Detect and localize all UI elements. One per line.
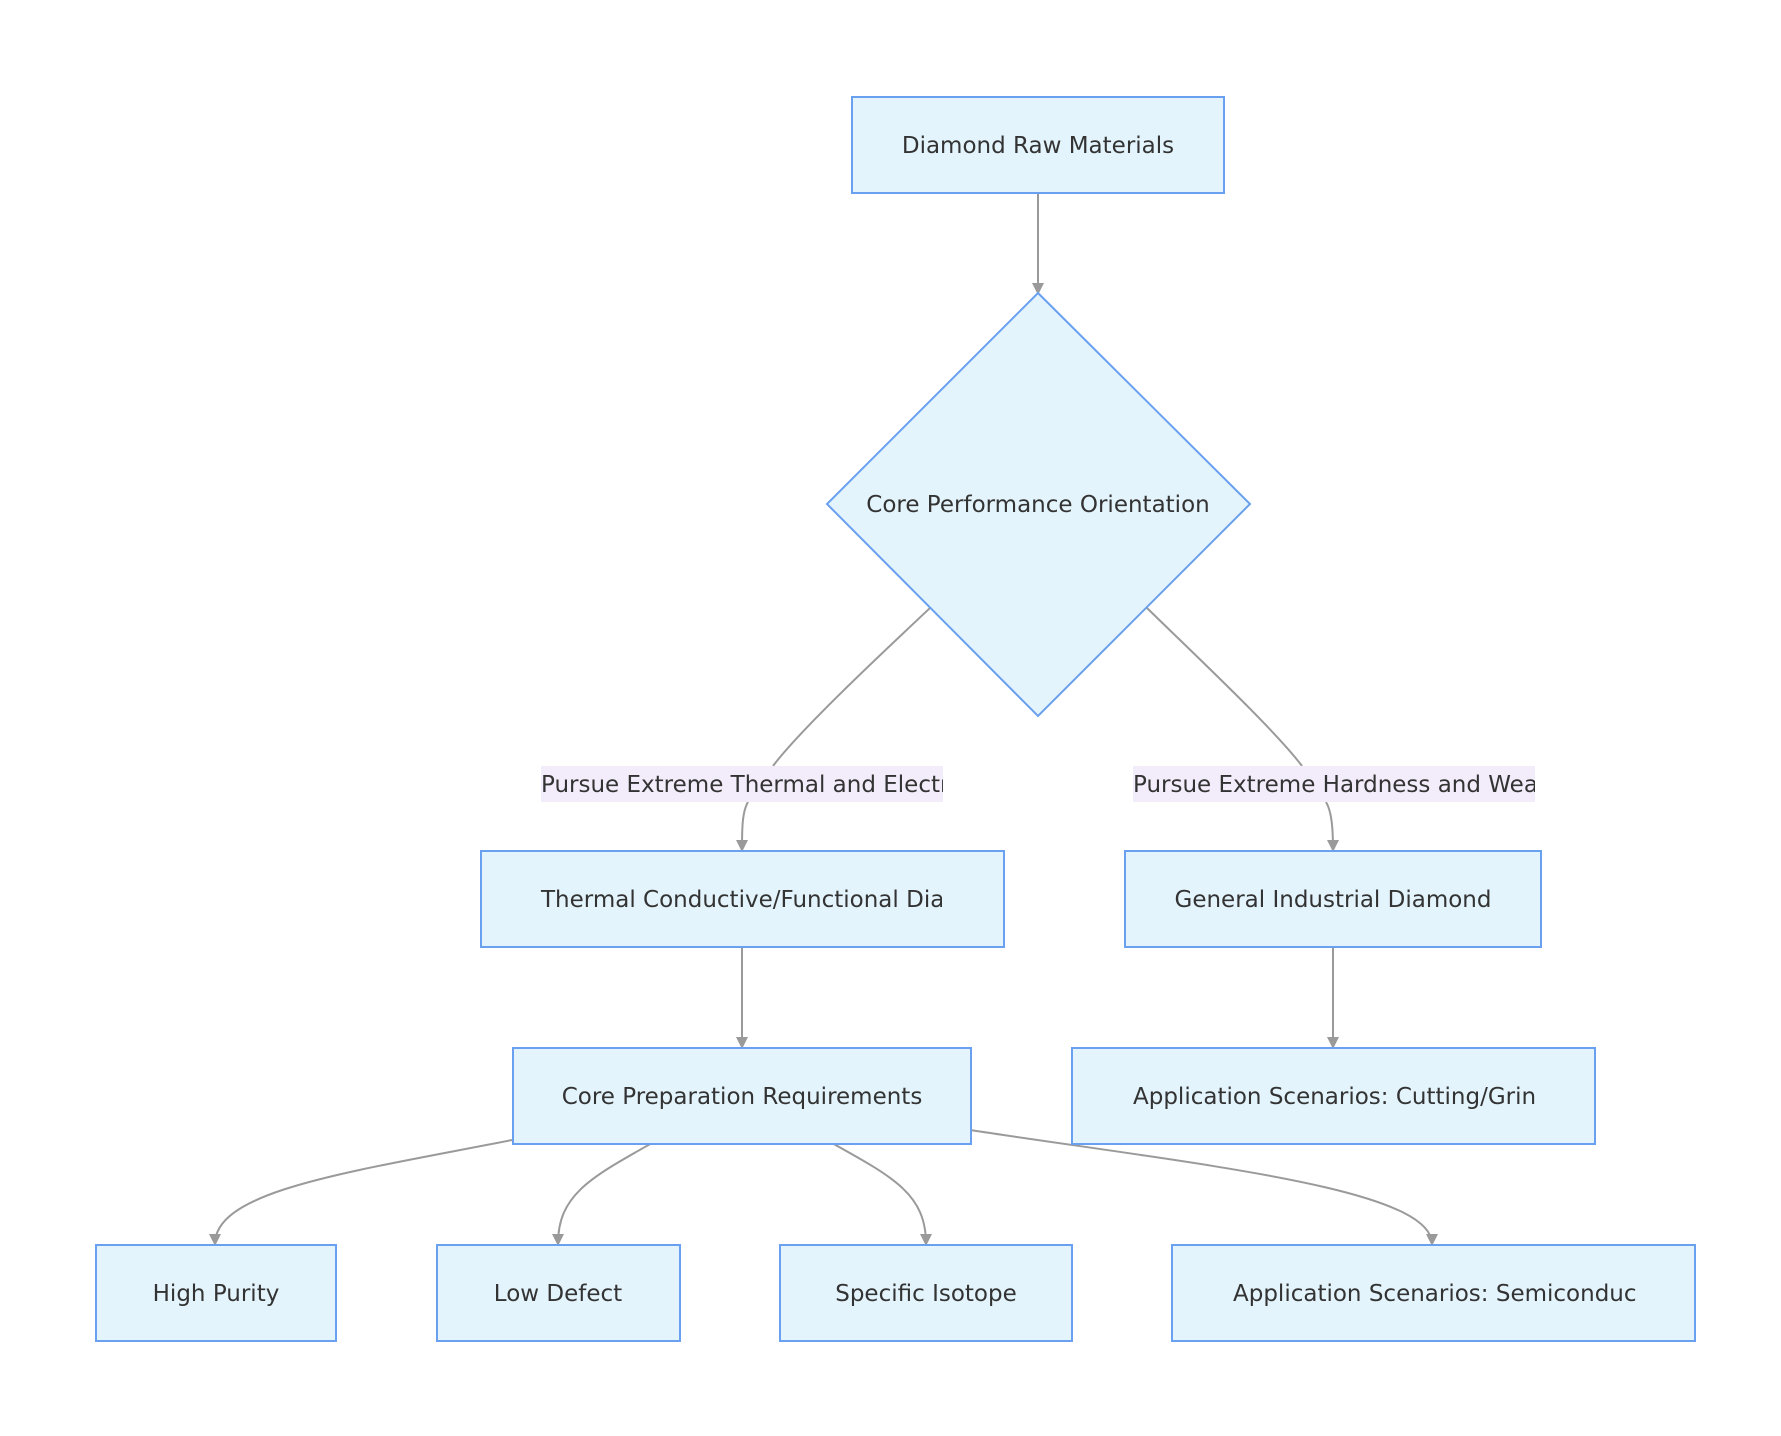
node-diamond-raw-materials: Diamond Raw Materials	[851, 96, 1225, 194]
node-diamond-raw-materials-label: Diamond Raw Materials	[902, 133, 1174, 159]
node-core-preparation-requirements-label: Core Preparation Requirements	[562, 1084, 923, 1110]
node-application-cutting-label: Application Scenarios: Cutting/Grindi	[1133, 1084, 1557, 1110]
node-low-defect: Low Defect	[436, 1244, 681, 1342]
node-specific-isotope: Specific Isotope	[779, 1244, 1073, 1342]
edge-core-to-hard-label	[1146, 607, 1303, 767]
node-core-preparation-requirements: Core Preparation Requirements	[512, 1047, 972, 1145]
node-application-semiconductor-label: Application Scenarios: Semiconductor	[1233, 1281, 1670, 1307]
edge-label-thermal-text: Pursue Extreme Thermal and Electric	[541, 772, 969, 798]
node-core-performance-orientation: Core Performance Orientation	[825, 291, 1252, 718]
edge-thermal-label-to-thermal	[736, 801, 749, 852]
edge-prep-to-semi	[969, 1129, 1438, 1246]
edge-core-to-thermal-label	[772, 607, 931, 767]
edge-prep-to-defect	[552, 1142, 653, 1246]
node-thermal-functional-diamond-label: Thermal Conductive/Functional Diam	[540, 887, 967, 913]
node-application-semiconductor: Application Scenarios: Semiconductor	[1171, 1244, 1696, 1342]
node-specific-isotope-label: Specific Isotope	[835, 1281, 1017, 1307]
node-core-performance-orientation-label: Core Performance Orientation	[866, 492, 1209, 518]
node-low-defect-label: Low Defect	[494, 1281, 622, 1307]
node-general-industrial-diamond: General Industrial Diamond	[1124, 850, 1542, 948]
edge-label-hardness-text: Pursue Extreme Hardness and Wear R	[1133, 772, 1571, 798]
edge-label-thermal: Pursue Extreme Thermal and Electric	[541, 766, 969, 802]
node-high-purity-label: High Purity	[153, 1281, 280, 1307]
edge-label-hardness: Pursue Extreme Hardness and Wear R	[1133, 766, 1571, 802]
edge-hard-label-to-general	[1325, 801, 1339, 852]
node-application-cutting: Application Scenarios: Cutting/Grindi	[1071, 1047, 1596, 1145]
node-general-industrial-diamond-label: General Industrial Diamond	[1175, 887, 1492, 913]
edge-prep-to-purity	[209, 1139, 513, 1246]
node-thermal-functional-diamond: Thermal Conductive/Functional Diam	[480, 850, 1005, 948]
node-high-purity: High Purity	[95, 1244, 337, 1342]
edge-prep-to-isotope	[831, 1142, 932, 1246]
